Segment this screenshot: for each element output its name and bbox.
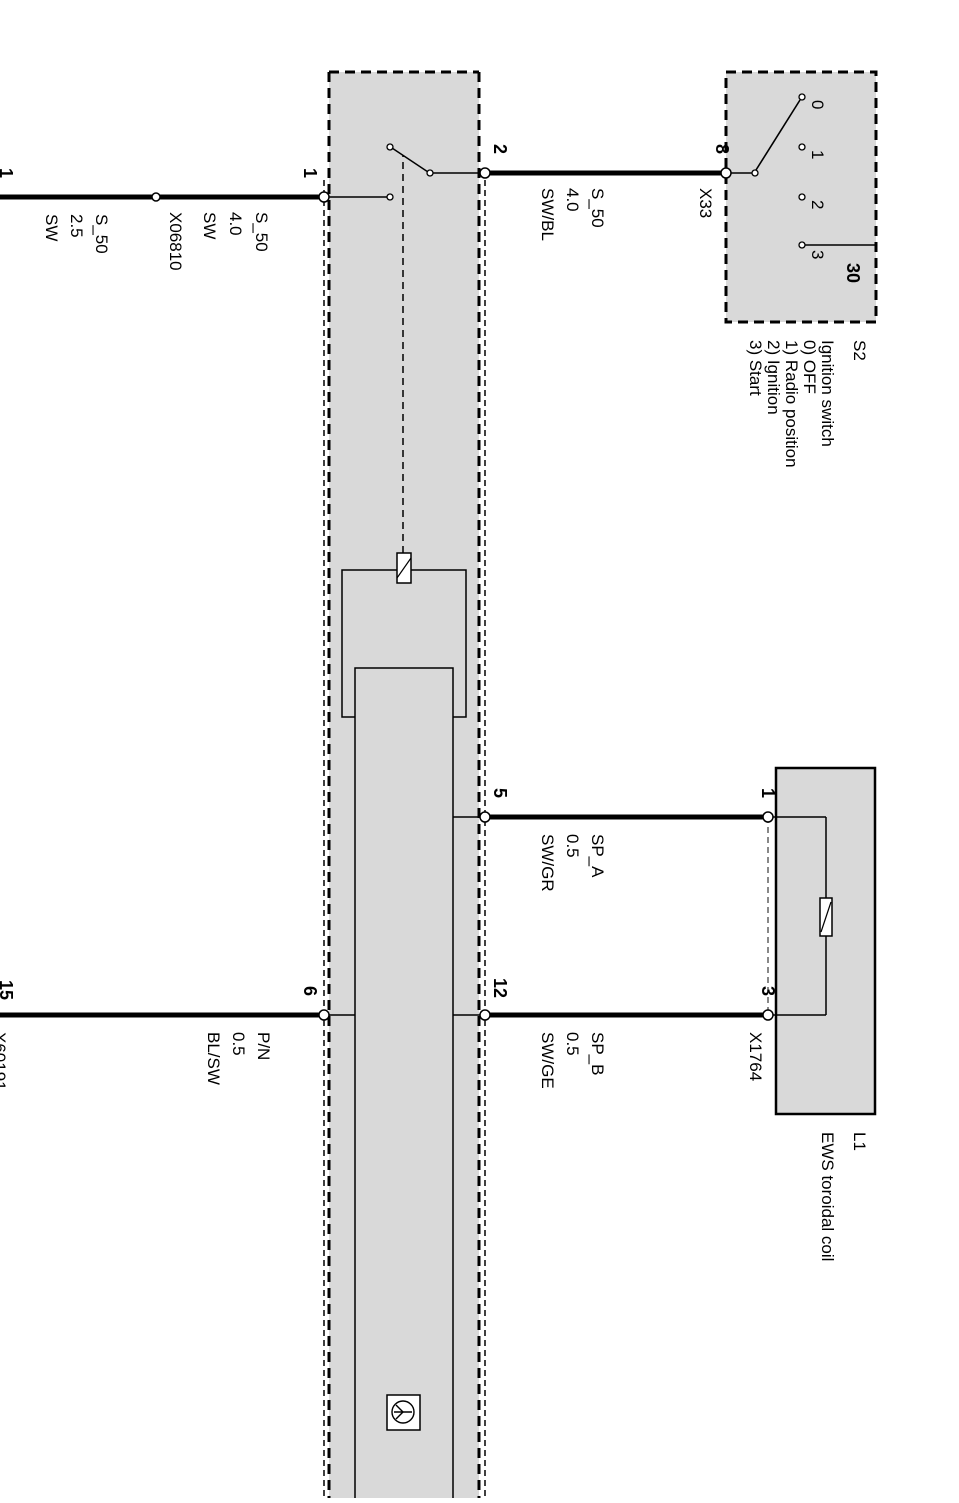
- wire-s50-in-connector: X06810: [166, 212, 185, 271]
- wire-spa-size: 0.5: [563, 834, 582, 858]
- s2-position-2: 2) Ignition: [764, 340, 783, 415]
- l1-connector: X1764: [746, 1032, 765, 1081]
- pin-2-label: 2: [490, 144, 510, 154]
- wire-pn-size: 0.5: [229, 1032, 248, 1056]
- pin-6-label: 6: [300, 986, 320, 996]
- wires: [0, 170, 768, 1018]
- pin-1-label: 1: [300, 168, 320, 178]
- wire-s50-left-pin: 1: [0, 168, 16, 178]
- module: [323, 70, 486, 1502]
- wire-s50-in-signal: S_50: [252, 212, 271, 252]
- s2-position-3: 3) Start: [746, 340, 765, 396]
- s2-contact-0: 0: [808, 100, 827, 109]
- s2-contact-2: 2: [808, 200, 827, 209]
- wire-s50-left-signal: S_50: [92, 214, 111, 254]
- module-pin-markers: [151, 167, 491, 1021]
- s2-pin-label: 8: [712, 144, 732, 154]
- l1-pin-a: 1: [758, 788, 778, 798]
- wire-s50-in-size: 4.0: [226, 212, 245, 236]
- s2-terminal-30: 30: [843, 263, 863, 283]
- wire-pn-left-connector: X60191: [0, 1032, 9, 1091]
- wire-pn-left-pin: 15: [0, 980, 16, 1000]
- wire-pn-signal: P/N: [254, 1032, 273, 1060]
- s2-contact-1: 1: [808, 150, 827, 159]
- wire-spb-color: SW/GE: [538, 1032, 557, 1089]
- switch-contact-icon: [324, 143, 485, 201]
- l1-name: EWS toroidal coil: [818, 1132, 837, 1261]
- l1-id: L1: [850, 1132, 869, 1151]
- wire-spa-signal: SP_A: [588, 834, 607, 878]
- wire-spb-signal: SP_B: [588, 1032, 607, 1075]
- toroidal-coil: [762, 766, 877, 1116]
- wire-pn-color: BL/SW: [204, 1032, 223, 1085]
- s2-contact-3: 3: [808, 250, 827, 259]
- ground-symbol-icon: [386, 1394, 421, 1431]
- wire-s50-out-size: 4.0: [563, 188, 582, 212]
- l1-pin-b: 3: [758, 986, 778, 996]
- wire-s50-out-color: SW/BL: [538, 188, 557, 241]
- wire-s50-left-color: SW: [42, 214, 61, 241]
- pin-5-label: 5: [490, 788, 510, 798]
- wire-s50-out-signal: S_50: [588, 188, 607, 228]
- ignition-switch: [720, 70, 878, 324]
- s2-id: S2: [850, 340, 869, 361]
- wire-spb-size: 0.5: [563, 1032, 582, 1056]
- wire-s50-in-color: SW: [200, 212, 219, 239]
- s2-name: Ignition switch: [818, 340, 837, 447]
- s2-connector-label: X33: [696, 188, 715, 218]
- wire-spa-color: SW/GR: [538, 834, 557, 892]
- wire-s50-left-size: 2.5: [67, 214, 86, 238]
- s2-position-0: 0) OFF: [800, 340, 819, 394]
- s2-position-1: 1) Radio position: [782, 340, 801, 468]
- pin-12-label: 12: [490, 978, 510, 998]
